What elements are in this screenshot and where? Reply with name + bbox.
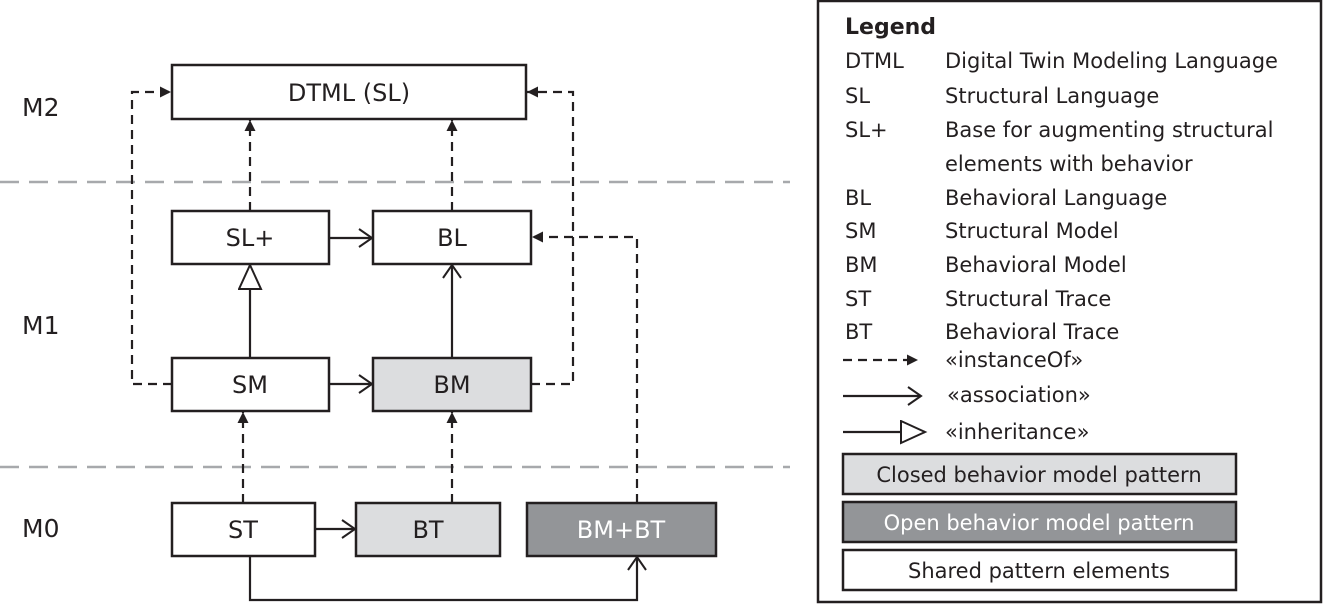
legend-abbr-slplus: SL+ <box>845 118 888 142</box>
node-st-label: ST <box>228 516 258 544</box>
legend-abbr-bl: BL <box>845 186 871 210</box>
legend-instanceof-label: «instanceOf» <box>945 348 1083 372</box>
node-st[interactable]: ST <box>170 501 317 558</box>
level-label-m0: M0 <box>22 514 59 543</box>
node-bl[interactable]: BL <box>371 209 533 266</box>
edge-st-association-bmbt <box>248 555 647 602</box>
legend-pattern-open-label: Open behavior model pattern <box>884 511 1195 535</box>
node-bmbt[interactable]: BM+BT <box>525 501 718 558</box>
legend-association-label: «association» <box>947 383 1091 407</box>
legend-pattern-closed-label: Closed behavior model pattern <box>876 463 1201 487</box>
legend-desc-slplus-cont: elements with behavior <box>945 152 1193 176</box>
legend-desc-bm: Behavioral Model <box>945 253 1127 277</box>
legend-inheritance-label: «inheritance» <box>945 420 1089 444</box>
legend-pattern-shared: Shared pattern elements <box>841 548 1238 592</box>
node-bm-label: BM <box>433 371 470 399</box>
edge-bmbt-instanceof-bl <box>532 231 639 503</box>
node-slplus[interactable]: SL+ <box>170 209 331 266</box>
edge-sm-instanceof-dtml <box>130 86 172 386</box>
node-dtml[interactable]: DTML (SL) <box>170 63 528 121</box>
legend-desc-sm: Structural Model <box>945 219 1119 243</box>
level-label-m2: M2 <box>22 93 59 122</box>
node-bl-label: BL <box>437 224 467 252</box>
level-label-m1: M1 <box>22 311 59 340</box>
legend-pattern-closed: Closed behavior model pattern <box>841 452 1238 496</box>
node-bmbt-label: BM+BT <box>577 516 666 544</box>
legend-abbr-bm: BM <box>845 253 878 277</box>
node-sm-label: SM <box>232 371 268 399</box>
node-bt[interactable]: BT <box>354 501 502 558</box>
node-slplus-label: SL+ <box>226 224 275 252</box>
legend-abbr-sm: SM <box>845 219 876 243</box>
legend-abbr-bt: BT <box>845 320 872 344</box>
legend-desc-dtml: Digital Twin Modeling Language <box>945 49 1278 73</box>
node-bt-label: BT <box>412 516 443 544</box>
legend-desc-sl: Structural Language <box>945 84 1159 108</box>
legend-pattern-shared-label: Shared pattern elements <box>908 559 1170 583</box>
node-sm[interactable]: SM <box>170 356 331 413</box>
node-dtml-label: DTML (SL) <box>288 79 410 107</box>
legend-desc-bl: Behavioral Language <box>945 186 1167 210</box>
legend-desc-slplus: Base for augmenting structural <box>945 118 1273 142</box>
legend-abbr-sl: SL <box>845 84 870 108</box>
legend-title: Legend <box>845 15 936 40</box>
legend-pattern-open: Open behavior model pattern <box>841 500 1238 544</box>
legend-abbr-dtml: DTML <box>845 49 904 73</box>
legend-desc-st: Structural Trace <box>945 287 1111 311</box>
legend-desc-bt: Behavioral Trace <box>945 320 1119 344</box>
node-bm[interactable]: BM <box>371 356 533 413</box>
legend-abbr-st: ST <box>845 287 871 311</box>
legend: Legend DTML Digital Twin Modeling Langua… <box>816 0 1323 604</box>
